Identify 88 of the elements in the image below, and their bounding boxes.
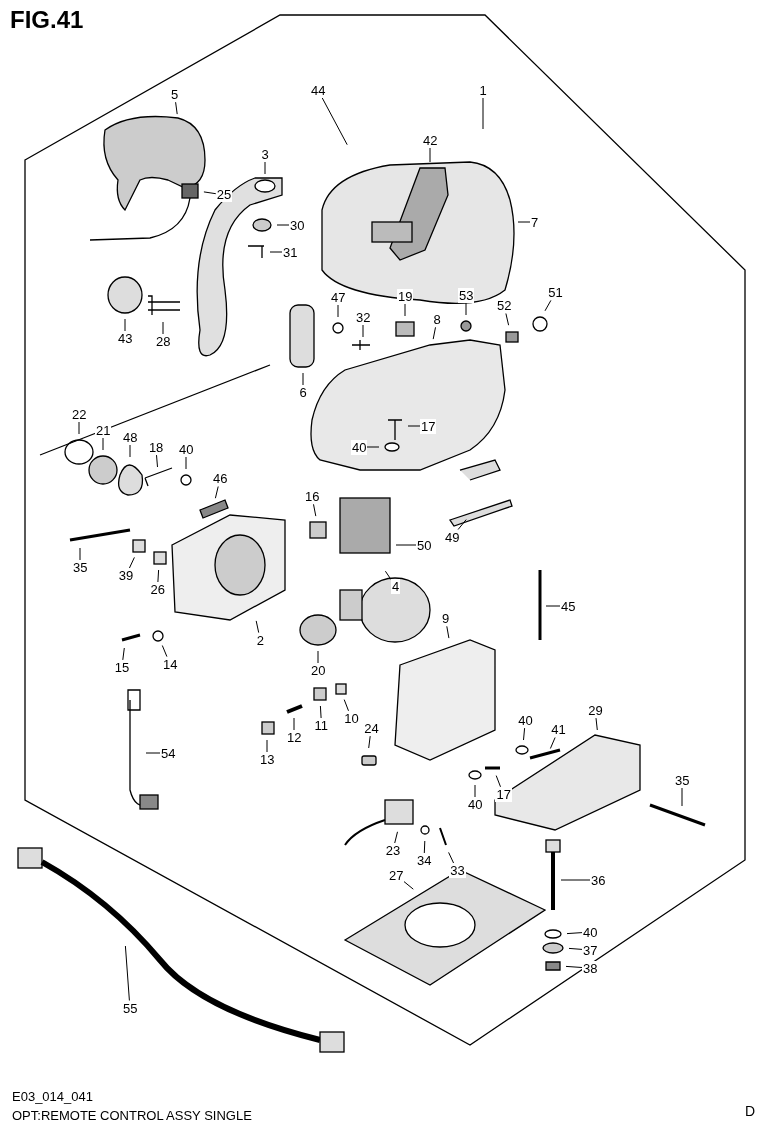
leader-line (568, 947, 583, 950)
leader-line (368, 735, 371, 749)
leader-line (162, 321, 164, 335)
leader-line (124, 318, 126, 332)
callout-number: 53 (458, 288, 475, 303)
callout-number: 17 (495, 786, 512, 802)
callout-number: 34 (415, 853, 433, 868)
leader-line (129, 444, 131, 458)
drawing-code: E03_014_041 (12, 1089, 93, 1104)
leader-line (276, 224, 290, 226)
leader-line (446, 625, 450, 639)
leader-line (321, 97, 348, 146)
leader-line (264, 161, 266, 175)
figure-caption: OPT:REMOTE CONTROL ASSY SINGLE (12, 1108, 252, 1123)
callout-number: 33 (449, 863, 466, 879)
leader-line (79, 547, 81, 561)
leader-line (337, 304, 339, 318)
leader-line (175, 101, 178, 115)
leader-line (161, 645, 168, 658)
leader-line (566, 932, 583, 935)
callout-number: 35 (72, 560, 89, 575)
callout-number: 20 (310, 663, 327, 678)
leader-line (343, 699, 349, 712)
leader-line (78, 421, 80, 435)
callout-number: 28 (155, 334, 172, 349)
leader-line (214, 486, 219, 499)
callout-number: 6 (298, 385, 308, 400)
callout-number: 43 (117, 331, 134, 346)
leader-line (319, 705, 322, 719)
leader-line (255, 620, 260, 634)
leader-line (128, 556, 135, 569)
leader-line (156, 454, 158, 468)
callout-number: 47 (330, 290, 347, 305)
leader-line (565, 965, 583, 968)
leader-line (595, 717, 598, 731)
leader-line (185, 456, 187, 470)
leader-line (407, 425, 421, 427)
callout-number: 21 (95, 423, 112, 438)
callout-number: 40 (178, 442, 195, 457)
leader-line (495, 775, 501, 788)
leader-line (404, 303, 406, 317)
leader-line (681, 787, 683, 807)
leader-line (124, 945, 130, 1001)
callout-number: 22 (71, 407, 88, 422)
leader-line (465, 302, 467, 316)
leader-line (384, 570, 392, 580)
leader-line (362, 324, 364, 338)
figure-title: FIG.41 (10, 6, 84, 34)
callout-number: 38 (582, 960, 599, 976)
leader-line (549, 737, 556, 749)
leader-line (560, 879, 591, 881)
leader-line (403, 881, 414, 890)
leader-line (102, 437, 104, 451)
leader-line (122, 647, 125, 661)
leader-line (432, 326, 436, 340)
leader-line (517, 221, 531, 223)
callout-number: 48 (122, 430, 139, 445)
leader-line (302, 372, 304, 386)
callout-number: 19 (397, 289, 414, 304)
callout-number: 32 (355, 310, 372, 325)
leader-line (269, 251, 283, 253)
leader-line (266, 739, 268, 753)
leader-line (505, 313, 510, 326)
leader-line (423, 840, 426, 854)
leader-line (482, 97, 484, 130)
leader-line (523, 727, 526, 741)
leader-line (145, 752, 161, 754)
leader-line (366, 446, 380, 448)
callout-number: 25 (215, 187, 233, 203)
callout-number: 13 (259, 752, 276, 767)
leader-line (474, 784, 476, 798)
leader-line (293, 717, 295, 731)
callout-number: 4 (391, 578, 401, 594)
leader-line (394, 831, 398, 844)
leader-line (157, 569, 160, 583)
leader-line (429, 147, 431, 163)
leader-line (545, 605, 561, 607)
page-mark: D (745, 1103, 756, 1119)
leader-line (457, 519, 467, 530)
leader-line (313, 503, 317, 517)
callout-number: 12 (286, 730, 303, 745)
leader-line (395, 544, 417, 546)
leader-line (544, 299, 552, 312)
leader-line (203, 191, 217, 195)
callout-number: 3 (260, 147, 270, 162)
callout-number: 40 (467, 797, 484, 812)
leader-line (317, 650, 319, 664)
leader-line (448, 851, 455, 864)
